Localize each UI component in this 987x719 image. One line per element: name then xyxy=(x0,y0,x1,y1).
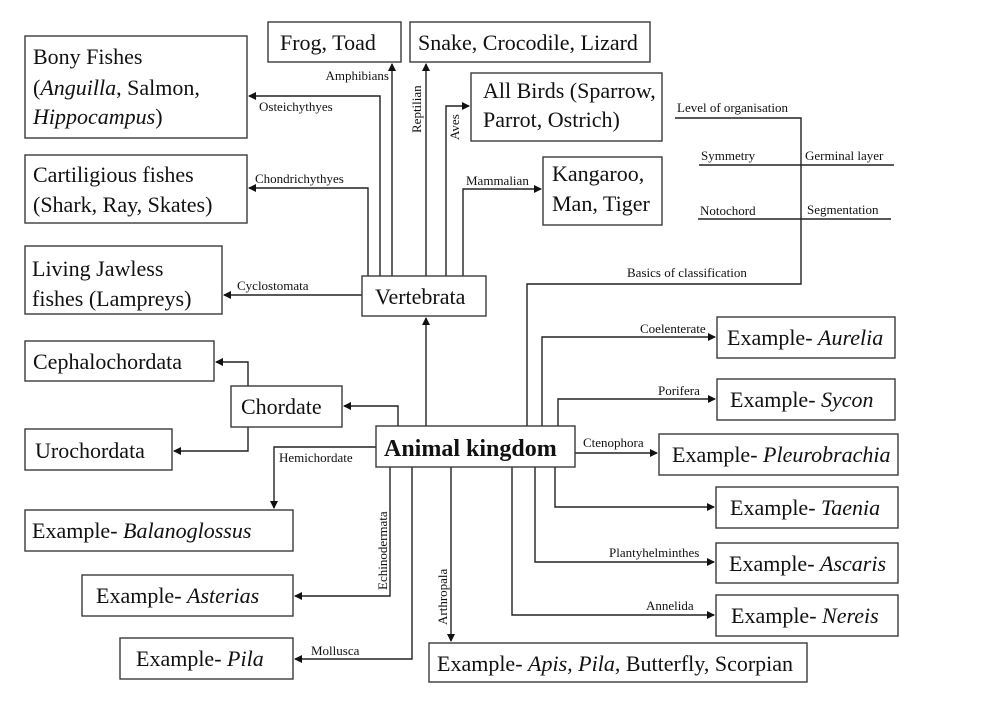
label-osteichthyes: Osteichythyes xyxy=(259,99,333,114)
box-ascaris: Example- Ascaris xyxy=(715,542,899,584)
label-annelida: Annelida xyxy=(646,598,694,613)
svg-text:Example- Balanoglossus: Example- Balanoglossus xyxy=(32,518,251,543)
svg-text:Example- Sycon: Example- Sycon xyxy=(730,387,874,412)
edge-annelida xyxy=(511,467,715,619)
svg-text:Example- Taenia: Example- Taenia xyxy=(730,495,880,520)
edge-osteichthyes xyxy=(248,92,381,276)
box-chordate: Chordate xyxy=(230,385,343,428)
svg-text:Snake, Crocodile, Lizard: Snake, Crocodile, Lizard xyxy=(418,30,638,55)
svg-text:fishes (Lampreys): fishes (Lampreys) xyxy=(32,286,191,311)
svg-text:Example- Aurelia: Example- Aurelia xyxy=(727,325,883,350)
box-pleurobrachia: Example- Pleurobrachia xyxy=(658,433,899,476)
svg-text:Kangaroo,: Kangaroo, xyxy=(552,161,644,186)
box-birds: All Birds (Sparrow, Parrot, Ostrich) xyxy=(470,72,663,142)
box-mammals: Kangaroo, Man, Tiger xyxy=(542,156,663,226)
box-jawless-fishes: Living Jawless fishes (Lampreys) xyxy=(24,245,223,315)
svg-text:Example- Nereis: Example- Nereis xyxy=(731,603,879,628)
box-sycon: Example- Sycon xyxy=(716,378,896,421)
svg-text:(Shark, Ray, Skates): (Shark, Ray, Skates) xyxy=(33,192,212,217)
svg-text:Animal kingdom: Animal kingdom xyxy=(384,436,557,462)
svg-text:Example- Apis, Pila, Butterfly: Example- Apis, Pila, Butterfly, Scorpian xyxy=(437,651,793,676)
svg-text:Parrot, Ostrich): Parrot, Ostrich) xyxy=(483,107,620,132)
box-taenia: Example- Taenia xyxy=(715,486,899,529)
label-arthropala: Arthropala xyxy=(435,568,450,625)
box-asterias: Example- Asterias xyxy=(81,574,294,617)
svg-text:Bony Fishes: Bony Fishes xyxy=(33,44,142,69)
edge-chordate xyxy=(343,402,399,426)
svg-text:Cephalochordata: Cephalochordata xyxy=(33,349,182,374)
box-reptiles: Snake, Crocodile, Lizard xyxy=(409,21,651,63)
box-bony-fishes: Bony Fishes (Anguilla, Salmon, Hippocamp… xyxy=(24,35,248,139)
box-balanoglossus: Example- Balanoglossus xyxy=(24,509,294,552)
svg-text:Chordate: Chordate xyxy=(241,394,322,419)
edge-aves xyxy=(445,102,470,276)
edge-hemichordate xyxy=(270,446,376,509)
label-symmetry: Symmetry xyxy=(701,148,756,163)
label-germinal-layer: Germinal layer xyxy=(805,148,884,163)
svg-text:All Birds (Sparrow,: All Birds (Sparrow, xyxy=(483,78,656,103)
svg-text:Example- Pila: Example- Pila xyxy=(136,646,264,671)
svg-text:(Anguilla, Salmon,: (Anguilla, Salmon, xyxy=(33,75,200,100)
label-segmentation: Segmentation xyxy=(807,202,879,217)
box-urochordata: Urochordata xyxy=(24,428,173,471)
edge-echinodermata xyxy=(294,467,391,600)
svg-text:Man, Tiger: Man, Tiger xyxy=(552,191,650,216)
edge-cephalochordata xyxy=(215,358,249,386)
box-pila: Example- Pila xyxy=(119,637,294,680)
edge-mollusca xyxy=(294,467,413,663)
box-arthropoda-examples: Example- Apis, Pila, Butterfly, Scorpian xyxy=(428,642,808,683)
svg-text:Cartiligious fishes: Cartiligious fishes xyxy=(33,162,194,187)
box-cartilaginous-fishes: Cartiligious fishes (Shark, Ray, Skates) xyxy=(24,154,248,224)
label-ctenophora: Ctenophora xyxy=(583,435,644,450)
svg-text:Example- Asterias: Example- Asterias xyxy=(96,583,259,608)
label-cyclostomata: Cyclostomata xyxy=(237,278,309,293)
edge-taenia xyxy=(554,467,715,511)
svg-text:Example- Pleurobrachia: Example- Pleurobrachia xyxy=(672,442,891,467)
svg-text:Example- Ascaris: Example- Ascaris xyxy=(729,551,886,576)
label-chondrichthyes: Chondrichythyes xyxy=(255,171,344,186)
svg-text:Vertebrata: Vertebrata xyxy=(375,284,466,309)
svg-text:Frog, Toad: Frog, Toad xyxy=(280,30,376,55)
edge-urochordata xyxy=(173,427,249,455)
box-animal-kingdom: Animal kingdom xyxy=(375,425,576,468)
edge-platyhelminthes xyxy=(534,467,715,566)
label-amphibians: Amphibians xyxy=(325,68,389,83)
edge-labels: Cyclostomata Chondrichythyes Osteichythy… xyxy=(237,68,884,658)
label-basics: Basics of classification xyxy=(627,265,747,280)
edge-porifera xyxy=(557,395,716,426)
label-level-of-organisation: Level of organisation xyxy=(677,100,788,115)
label-mammalian: Mammalian xyxy=(466,173,529,188)
label-echinodermata: Echinodermata xyxy=(375,511,390,590)
edge-coelenterate xyxy=(541,333,716,426)
box-vertebrata: Vertebrata xyxy=(361,275,487,317)
box-frog-toad: Frog, Toad xyxy=(267,21,402,63)
box-aurelia: Example- Aurelia xyxy=(716,316,896,359)
edge-chondrichthyes xyxy=(248,184,369,276)
svg-text:Living Jawless: Living Jawless xyxy=(32,256,163,281)
label-aves: Aves xyxy=(447,114,462,140)
label-hemichordate: Hemichordate xyxy=(279,450,353,465)
label-porifera: Porifera xyxy=(658,383,700,398)
connectors xyxy=(173,63,894,663)
label-reptilian: Reptilian xyxy=(409,85,424,133)
edge-basics xyxy=(526,117,802,426)
label-coelenterate: Coelenterate xyxy=(640,321,706,336)
label-mollusca: Mollusca xyxy=(311,643,360,658)
svg-text:Urochordata: Urochordata xyxy=(35,438,145,463)
svg-text:Hippocampus): Hippocampus) xyxy=(32,104,163,129)
edge-mammalian xyxy=(462,185,542,276)
box-nereis: Example- Nereis xyxy=(715,594,899,637)
label-platyhelminthes: Plantyhelminthes xyxy=(609,545,699,560)
label-notochord: Notochord xyxy=(700,203,756,218)
box-cephalochordata: Cephalochordata xyxy=(24,340,215,382)
